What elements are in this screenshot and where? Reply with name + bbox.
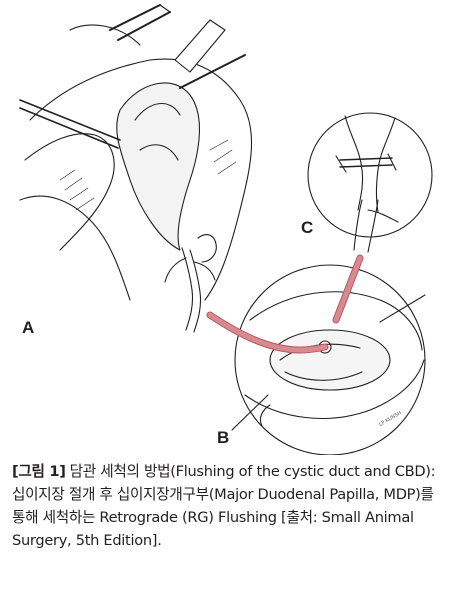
panel-b-drawing [231,264,426,455]
panel-label-a: A [22,318,35,337]
panel-a-drawing [19,4,253,333]
panel-label-b: B [217,428,230,447]
figure-number: [그림 1] [12,463,66,480]
illustration-drawing [19,4,433,455]
surgical-illustration: A B C LP KUNSH [19,4,433,455]
panel-label-c: C [301,218,314,237]
figure-caption: [그림 1]담관 세척의 방법(Flushing of the cystic d… [12,460,444,552]
caption-text: 담관 세척의 방법(Flushing of the cystic duct an… [12,463,436,549]
catheter [207,312,328,353]
catheter-in-duct [333,255,363,323]
panel-c-drawing [307,112,433,253]
